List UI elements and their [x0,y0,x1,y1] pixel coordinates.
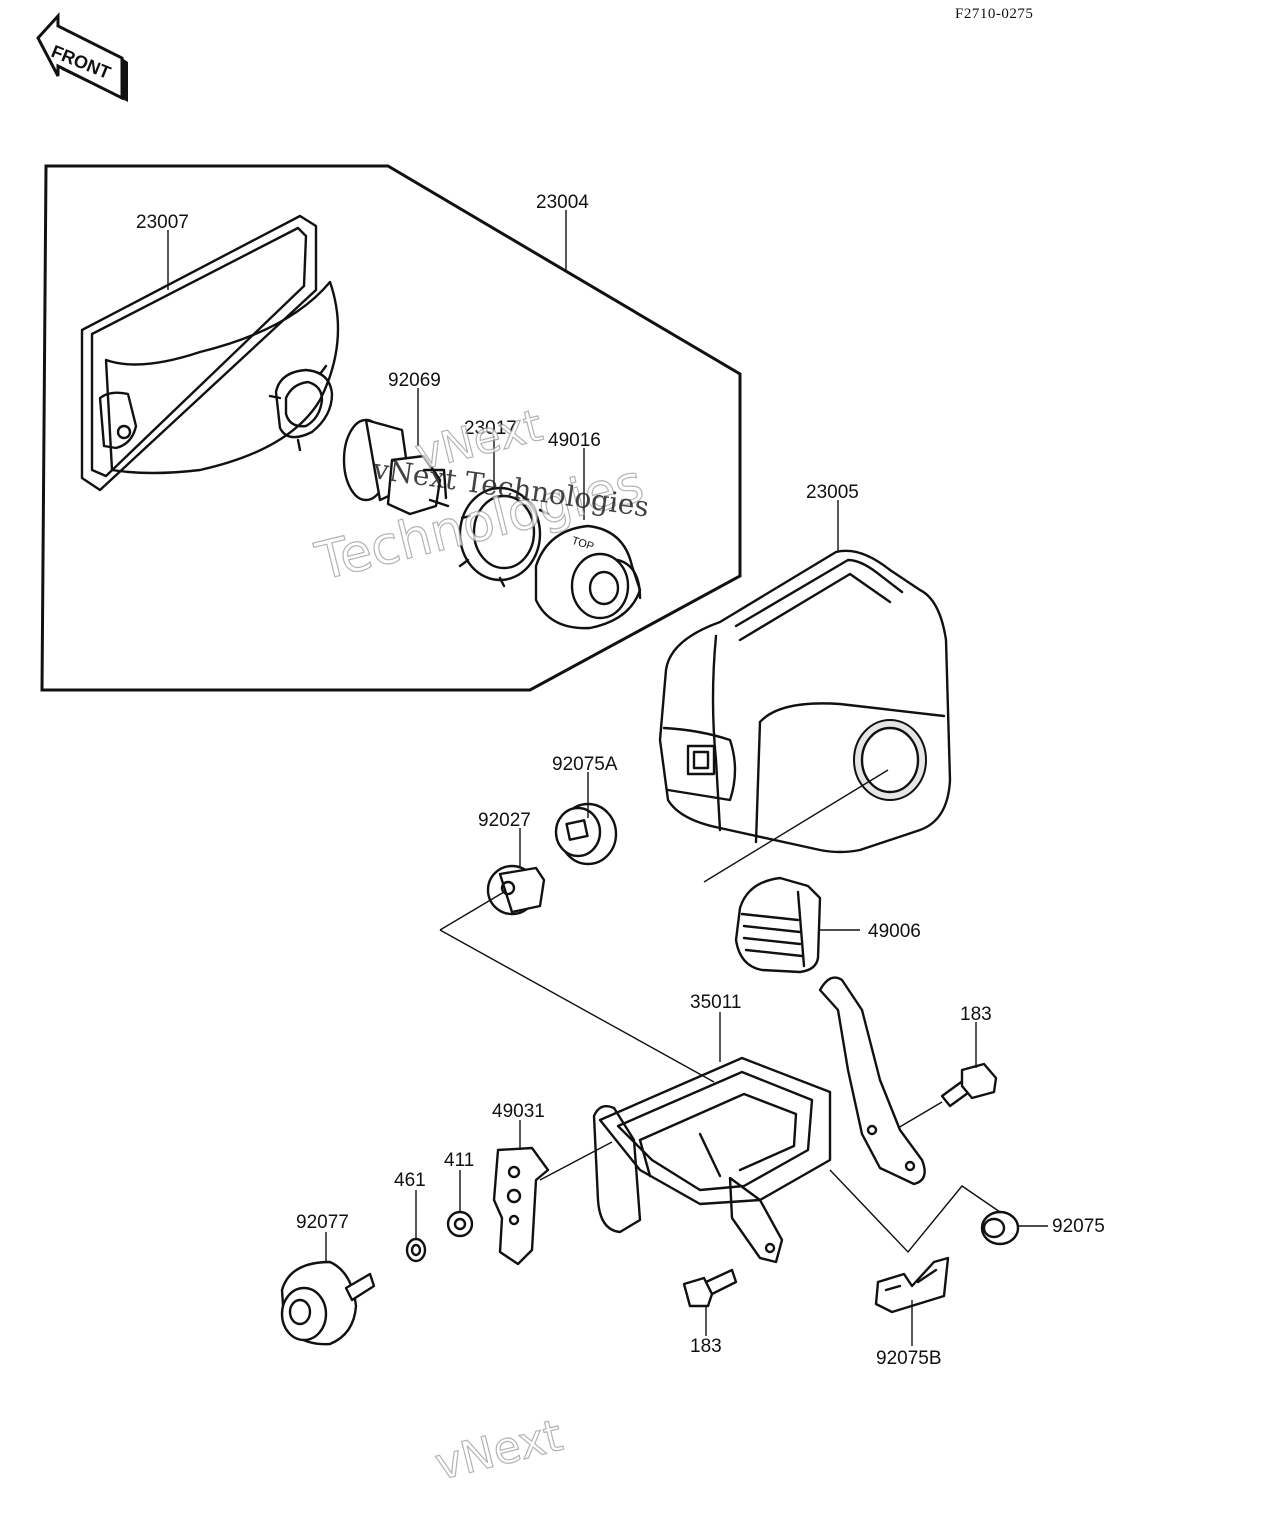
bolt-part-lower [682,1268,738,1308]
callout-183-lower: 183 [690,1336,722,1357]
callout-411: 411 [444,1150,474,1171]
bulb-part [342,418,450,516]
watermark-bottom: vNext [430,1410,567,1491]
clip-part [874,1256,950,1314]
mounting-plate-part [492,1146,550,1266]
headlight-unit-part [80,214,340,492]
callout-23007: 23007 [136,212,189,233]
callout-92077: 92077 [296,1212,349,1233]
callout-183-upper: 183 [960,1004,992,1025]
bracket-part [592,976,926,1264]
retaining-ring-part [458,486,550,588]
callout-49031: 49031 [492,1101,545,1122]
rubber-boot-part: TOP [534,524,642,630]
callout-49016: 49016 [548,430,601,451]
callout-labels: 23004 23007 92069 23017 49016 23005 9207… [136,192,1105,1369]
figure-code: F2710-0275 [955,6,1033,22]
callout-49006: 49006 [868,921,921,942]
washer-part [446,1210,474,1238]
callout-92075b: 92075B [876,1348,942,1369]
front-arrow-icon: FRONT [36,12,128,102]
assembly-frame [40,164,742,692]
grommet-part-a [554,802,618,866]
collar-part [486,864,546,916]
bolt-part-upper [940,1062,998,1108]
grommet-part-right [980,1210,1020,1246]
callout-23005: 23005 [806,482,859,503]
callout-92027: 92027 [478,810,531,831]
callout-35011: 35011 [690,992,741,1013]
callout-92075: 92075 [1052,1216,1105,1237]
leader-lines [167,210,1048,1346]
callout-92069: 92069 [388,370,441,391]
adjuster-knob-part [280,1260,376,1346]
callout-23017: 23017 [464,418,517,439]
callout-461: 461 [394,1170,426,1191]
callout-92075a: 92075A [552,754,618,775]
callout-23004: 23004 [536,192,589,213]
bellows-cap-part [734,876,822,974]
lock-washer-part [405,1237,427,1263]
